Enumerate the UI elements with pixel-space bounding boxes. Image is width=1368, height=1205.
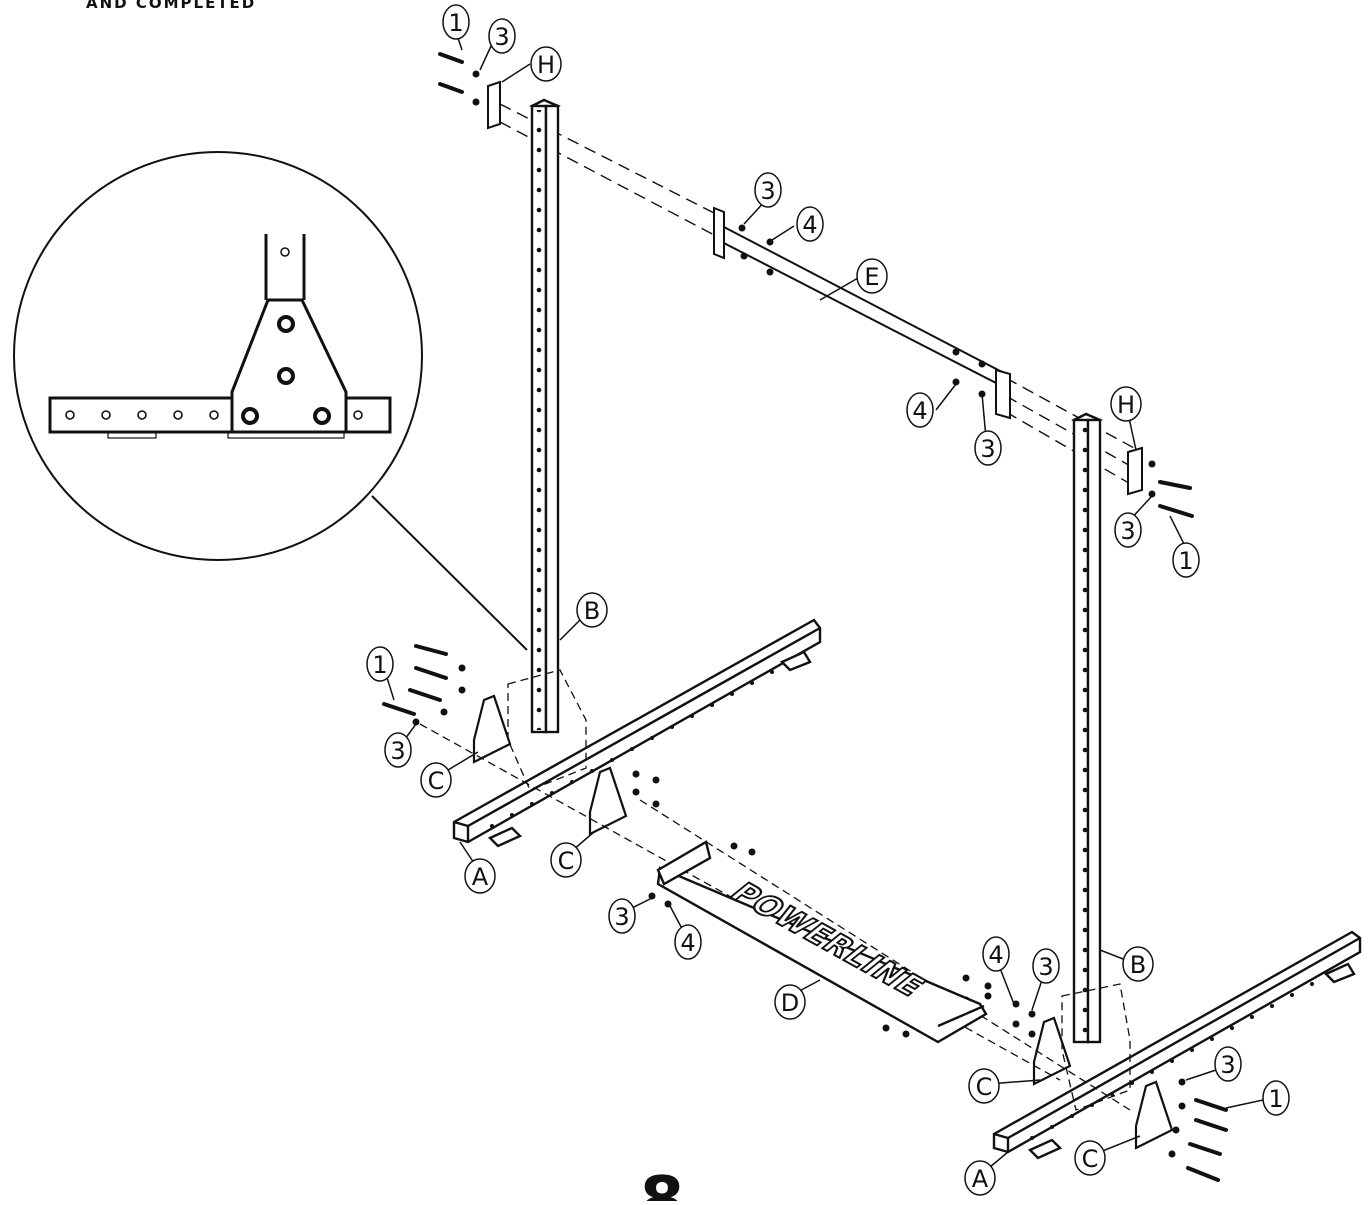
callout-3-left: 3	[384, 732, 412, 768]
callout-1-top: 1	[442, 4, 470, 40]
callout-1-left: 1	[366, 646, 394, 682]
svg-text:4: 4	[680, 929, 695, 957]
upright-b-right	[1071, 412, 1103, 1044]
callout-a-right: A	[964, 1160, 996, 1196]
svg-text:C: C	[558, 847, 575, 875]
callout-c-right-2: C	[1074, 1140, 1106, 1176]
base-a-right	[992, 930, 1362, 1160]
callout-4-base-right: 4	[982, 936, 1010, 972]
callout-3-e-left: 3	[754, 172, 782, 208]
callout-a-left: A	[464, 858, 496, 894]
callout-4-e-left: 4	[796, 206, 824, 242]
svg-text:C: C	[976, 1073, 993, 1101]
callout-3-base-right: 3	[1032, 948, 1060, 984]
leader-lines	[383, 31, 1273, 1173]
svg-text:B: B	[584, 597, 600, 625]
svg-text:3: 3	[614, 903, 629, 931]
callout-1-base-far: 1	[1262, 1080, 1290, 1116]
callout-h-right: H	[1110, 386, 1142, 422]
svg-text:E: E	[864, 263, 879, 291]
callouts: 1 3 H 3 4 E 4 3 H 3 1 B 1 3 C A C 3 4 D …	[366, 4, 1290, 1196]
callout-c-right-1: C	[968, 1068, 1000, 1104]
svg-text:C: C	[1082, 1145, 1099, 1173]
svg-text:3: 3	[1038, 953, 1053, 981]
callout-1-right: 1	[1172, 542, 1200, 578]
svg-text:H: H	[1117, 391, 1135, 419]
svg-text:1: 1	[1268, 1085, 1283, 1113]
svg-text:4: 4	[988, 941, 1003, 969]
svg-text:3: 3	[980, 435, 995, 463]
svg-text:A: A	[972, 1165, 989, 1193]
callout-3-e-right: 3	[974, 430, 1002, 466]
callout-4-d: 4	[674, 924, 702, 960]
svg-text:D: D	[781, 989, 799, 1017]
callout-3-top: 3	[488, 18, 516, 54]
svg-text:4: 4	[802, 211, 817, 239]
callout-b-left: B	[576, 592, 608, 628]
svg-text:1: 1	[1178, 547, 1193, 575]
svg-text:1: 1	[448, 9, 463, 37]
callout-d: D	[774, 984, 806, 1020]
svg-text:A: A	[472, 863, 489, 891]
callout-c-left-2: C	[550, 842, 582, 878]
svg-text:B: B	[1130, 951, 1146, 979]
svg-text:H: H	[537, 51, 555, 79]
callout-3-d: 3	[608, 898, 636, 934]
step-caption: AND COMPLETED	[86, 0, 257, 12]
callout-b-right: B	[1122, 946, 1154, 982]
svg-text:C: C	[428, 767, 445, 795]
svg-text:4: 4	[912, 397, 927, 425]
callout-c-left-1: C	[420, 762, 452, 798]
gussets-c	[472, 694, 1174, 1150]
svg-text:3: 3	[494, 23, 509, 51]
base-a-left	[452, 618, 822, 848]
upright-b-left	[529, 98, 561, 734]
callout-3-base-far: 3	[1214, 1046, 1242, 1082]
callout-3-right: 3	[1114, 512, 1142, 548]
alignment-guides	[419, 669, 1131, 1111]
callout-4-e-right: 4	[906, 392, 934, 428]
page-number: 8	[640, 1164, 685, 1201]
plate-d: POWERLINE	[656, 840, 988, 1044]
bolts	[382, 52, 1228, 1182]
callout-e: E	[856, 258, 888, 294]
svg-text:1: 1	[372, 651, 387, 679]
brand-text: POWERLINE	[722, 878, 934, 1003]
svg-text:3: 3	[1120, 517, 1135, 545]
detail-inset	[13, 151, 528, 651]
callout-h-top: H	[530, 46, 562, 82]
svg-text:3: 3	[1220, 1051, 1235, 1079]
svg-text:3: 3	[390, 737, 405, 765]
svg-text:3: 3	[760, 177, 775, 205]
crossmember-e	[487, 80, 1143, 496]
